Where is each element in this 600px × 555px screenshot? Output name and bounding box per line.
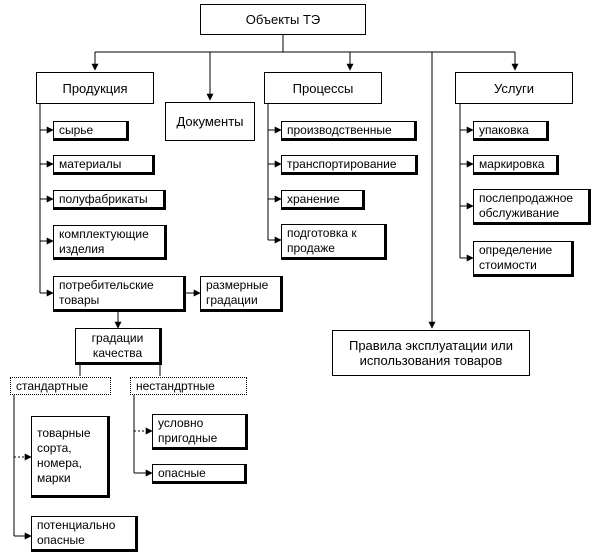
process-item-transportation: транспортирование (281, 155, 418, 175)
product-item-consumer-goods: потребительские товары (53, 276, 186, 312)
processes-box: Процессы (264, 72, 382, 104)
service-item-labeling: маркировка (473, 155, 559, 175)
services-box: Услуги (455, 72, 573, 104)
nonstandard-item-conditionally-fit: условно пригодные (152, 414, 248, 450)
service-item-aftersales: послепродажное обслуживание (473, 189, 591, 225)
standard-label: стандартные (10, 377, 111, 395)
nonstandard-label: нестандртные (130, 377, 247, 395)
product-item-semifinished: полуфабрикаты (53, 190, 166, 210)
documents-box: Документы (165, 102, 255, 141)
service-item-pricing: определение стоимости (473, 241, 574, 277)
products-box: Продукция (36, 72, 154, 104)
service-item-packaging: упаковка (473, 121, 549, 141)
product-item-materials: материалы (53, 155, 155, 175)
standard-item-potentially-dangerous: потенциально опасные (31, 516, 138, 552)
nonstandard-item-dangerous: опасные (152, 464, 247, 484)
product-item-components: комплектующие изделия (53, 225, 167, 260)
process-item-storage: хранение (281, 190, 365, 210)
process-item-presale-prep: подготовка к продаже (281, 224, 387, 260)
standard-item-grades: товарные сорта, номера, марки (31, 416, 110, 498)
rules-box: Правила эксплуатации или использования т… (332, 330, 530, 376)
size-grades-box: размерные градации (200, 276, 283, 312)
product-item-raw: сырье (53, 121, 129, 141)
process-item-production: производственные (281, 121, 417, 141)
root-box: Объекты ТЭ (200, 4, 366, 35)
quality-grades-box: градации качества (75, 328, 162, 365)
